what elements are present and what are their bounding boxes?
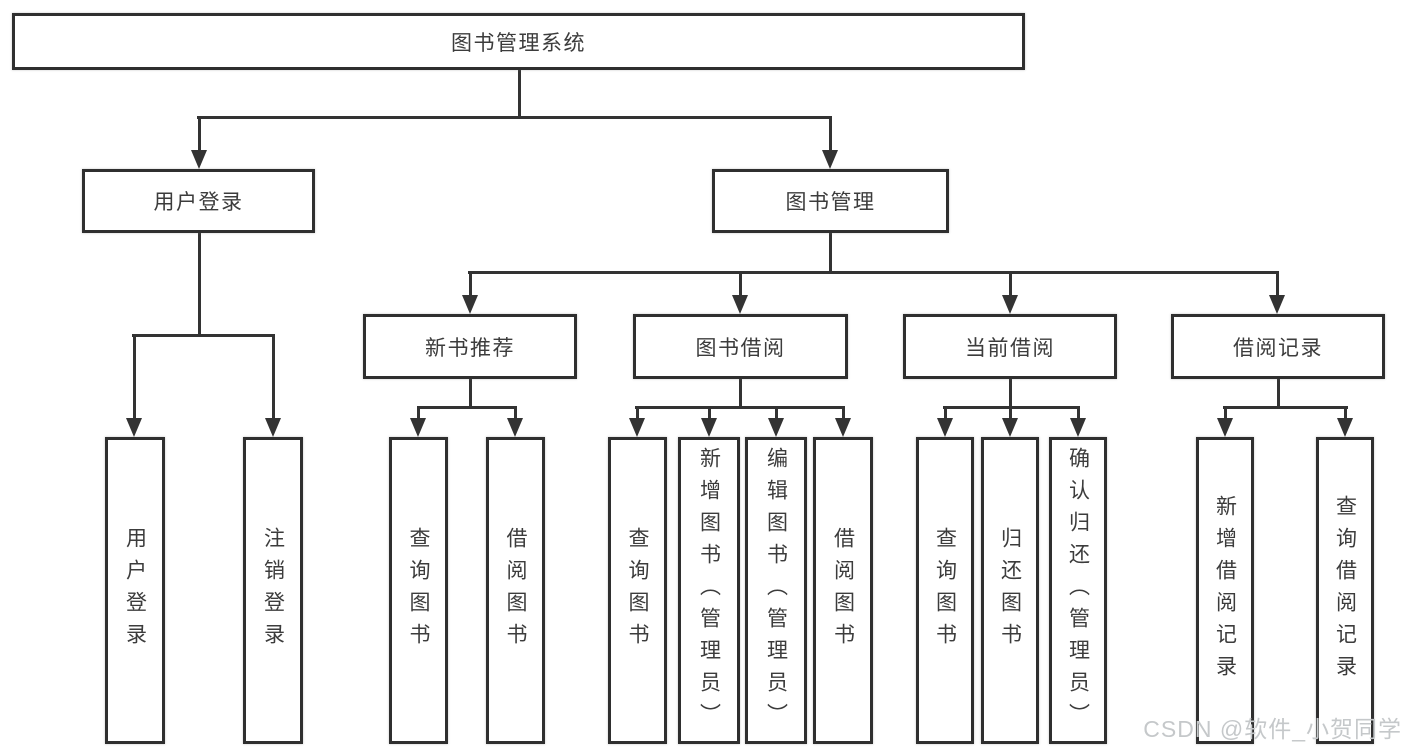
connector-stem-leaf-logout <box>272 335 275 421</box>
connector-stem-bb-query <box>636 407 639 421</box>
leaf-bb-edit-books-admin-label: 编辑图书（管理员） <box>764 446 788 735</box>
connector-stem-br-add <box>1224 407 1227 421</box>
arrowhead-bb-query <box>629 418 645 437</box>
connector-stem-leaf-login <box>133 335 136 421</box>
arrowhead-br-query <box>1337 418 1353 437</box>
leaf-user-login: 用户登录 <box>105 437 165 744</box>
node-book-management-label: 图书管理 <box>785 191 876 214</box>
leaf-cb-query-books: 查询图书 <box>916 437 974 744</box>
connector-book-borrow-down <box>739 379 742 407</box>
node-book-borrowing-label: 图书借阅 <box>695 336 786 360</box>
node-user-login-label: 用户登录 <box>153 191 244 214</box>
connector-stem-cb-query <box>944 407 947 421</box>
connector-stem-nb-borrow <box>514 407 517 421</box>
connector-stem-new-book <box>469 272 472 298</box>
connector-stem-bb-borrow <box>842 407 845 421</box>
connector-user-login-down <box>198 233 201 335</box>
arrowhead-bb-edit <box>768 418 784 437</box>
arrowhead-borrow-record <box>1269 295 1285 314</box>
leaf-cb-confirm-return-admin-label: 确认归还（管理员） <box>1066 446 1090 735</box>
leaf-br-add-record: 新增借阅记录 <box>1196 437 1254 744</box>
leaf-nb-borrow-books-label: 借阅图书 <box>504 526 528 655</box>
node-book-management: 图书管理 <box>712 169 949 233</box>
leaf-bb-query-books: 查询图书 <box>608 437 667 744</box>
leaf-nb-borrow-books: 借阅图书 <box>486 437 545 744</box>
node-book-borrowing: 图书借阅 <box>633 314 848 379</box>
arrowhead-leaf-login <box>126 418 142 437</box>
node-library-system-label: 图书管理系统 <box>451 31 586 55</box>
leaf-bb-borrow-books-label: 借阅图书 <box>831 526 855 655</box>
arrowhead-bb-borrow <box>835 418 851 437</box>
node-library-system: 图书管理系统 <box>12 13 1025 70</box>
connector-book-borrow-horizontal <box>635 406 845 409</box>
leaf-user-login-label: 用户登录 <box>123 526 147 655</box>
connector-stem-nb-query <box>417 407 420 421</box>
leaf-cb-confirm-return-admin: 确认归还（管理员） <box>1049 437 1107 744</box>
leaf-nb-query-books-label: 查询图书 <box>407 526 431 655</box>
connector-new-book-down <box>469 379 472 407</box>
arrowhead-br-add <box>1217 418 1233 437</box>
node-current-borrowing: 当前借阅 <box>903 314 1117 379</box>
connector-stem-bb-edit <box>775 407 778 421</box>
node-user-login: 用户登录 <box>82 169 315 233</box>
arrowhead-user-login <box>191 150 207 169</box>
csdn-watermark: CSDN @软件_小贺同学 <box>1143 716 1402 742</box>
connector-new-book-horizontal <box>417 406 517 409</box>
leaf-bb-query-books-label: 查询图书 <box>626 526 650 655</box>
connector-stem-book-borrow <box>739 272 742 298</box>
arrowhead-cb-query <box>937 418 953 437</box>
node-current-borrowing-label: 当前借阅 <box>965 336 1055 360</box>
arrowhead-cb-return <box>1002 418 1018 437</box>
arrowhead-leaf-logout <box>265 418 281 437</box>
connector-stem-user-login <box>198 117 201 153</box>
arrowhead-nb-borrow <box>507 418 523 437</box>
connector-book-mgmt-down <box>829 233 832 272</box>
connector-stem-bb-add <box>708 407 711 421</box>
leaf-logout: 注销登录 <box>243 437 303 744</box>
node-borrowing-records: 借阅记录 <box>1171 314 1385 379</box>
leaf-cb-return-books-label: 归还图书 <box>998 526 1022 655</box>
connector-level1-horizontal <box>197 116 832 119</box>
connector-borrow-record-down <box>1277 379 1280 407</box>
leaf-bb-add-books-admin: 新增图书（管理员） <box>678 437 740 744</box>
connector-book-mgmt-horizontal <box>468 271 1279 274</box>
leaf-bb-add-books-admin-label: 新增图书（管理员） <box>697 446 721 735</box>
leaf-cb-return-books: 归还图书 <box>981 437 1039 744</box>
arrowhead-nb-query <box>410 418 426 437</box>
arrowhead-current-borrow <box>1002 295 1018 314</box>
node-borrowing-records-label: 借阅记录 <box>1233 336 1323 360</box>
leaf-br-query-record-label: 查询借阅记录 <box>1333 494 1357 687</box>
connector-user-login-horizontal <box>132 334 275 337</box>
arrowhead-new-book <box>462 295 478 314</box>
leaf-cb-query-books-label: 查询图书 <box>933 526 957 655</box>
node-new-book-recommend: 新书推荐 <box>363 314 577 379</box>
arrowhead-book-borrow <box>732 295 748 314</box>
leaf-bb-edit-books-admin: 编辑图书（管理员） <box>745 437 807 744</box>
connector-current-borrow-down <box>1009 379 1012 408</box>
arrowhead-book-mgmt <box>822 150 838 169</box>
connector-borrow-record-horizontal <box>1223 406 1348 409</box>
connector-stem-br-query <box>1344 407 1347 421</box>
leaf-nb-query-books: 查询图书 <box>389 437 448 744</box>
connector-stem-cb-confirm <box>1077 407 1080 421</box>
connector-stem-current-borrow <box>1009 272 1012 298</box>
connector-stem-cb-return <box>1009 407 1012 421</box>
arrowhead-cb-confirm <box>1070 418 1086 437</box>
leaf-br-query-record: 查询借阅记录 <box>1316 437 1374 744</box>
arrowhead-bb-add <box>701 418 717 437</box>
node-new-book-recommend-label: 新书推荐 <box>425 336 515 360</box>
connector-root-down <box>518 70 521 117</box>
connector-stem-borrow-record <box>1276 272 1279 298</box>
connector-stem-book-mgmt <box>829 117 832 153</box>
leaf-bb-borrow-books: 借阅图书 <box>813 437 873 744</box>
leaf-logout-label: 注销登录 <box>261 526 285 655</box>
leaf-br-add-record-label: 新增借阅记录 <box>1213 494 1237 687</box>
